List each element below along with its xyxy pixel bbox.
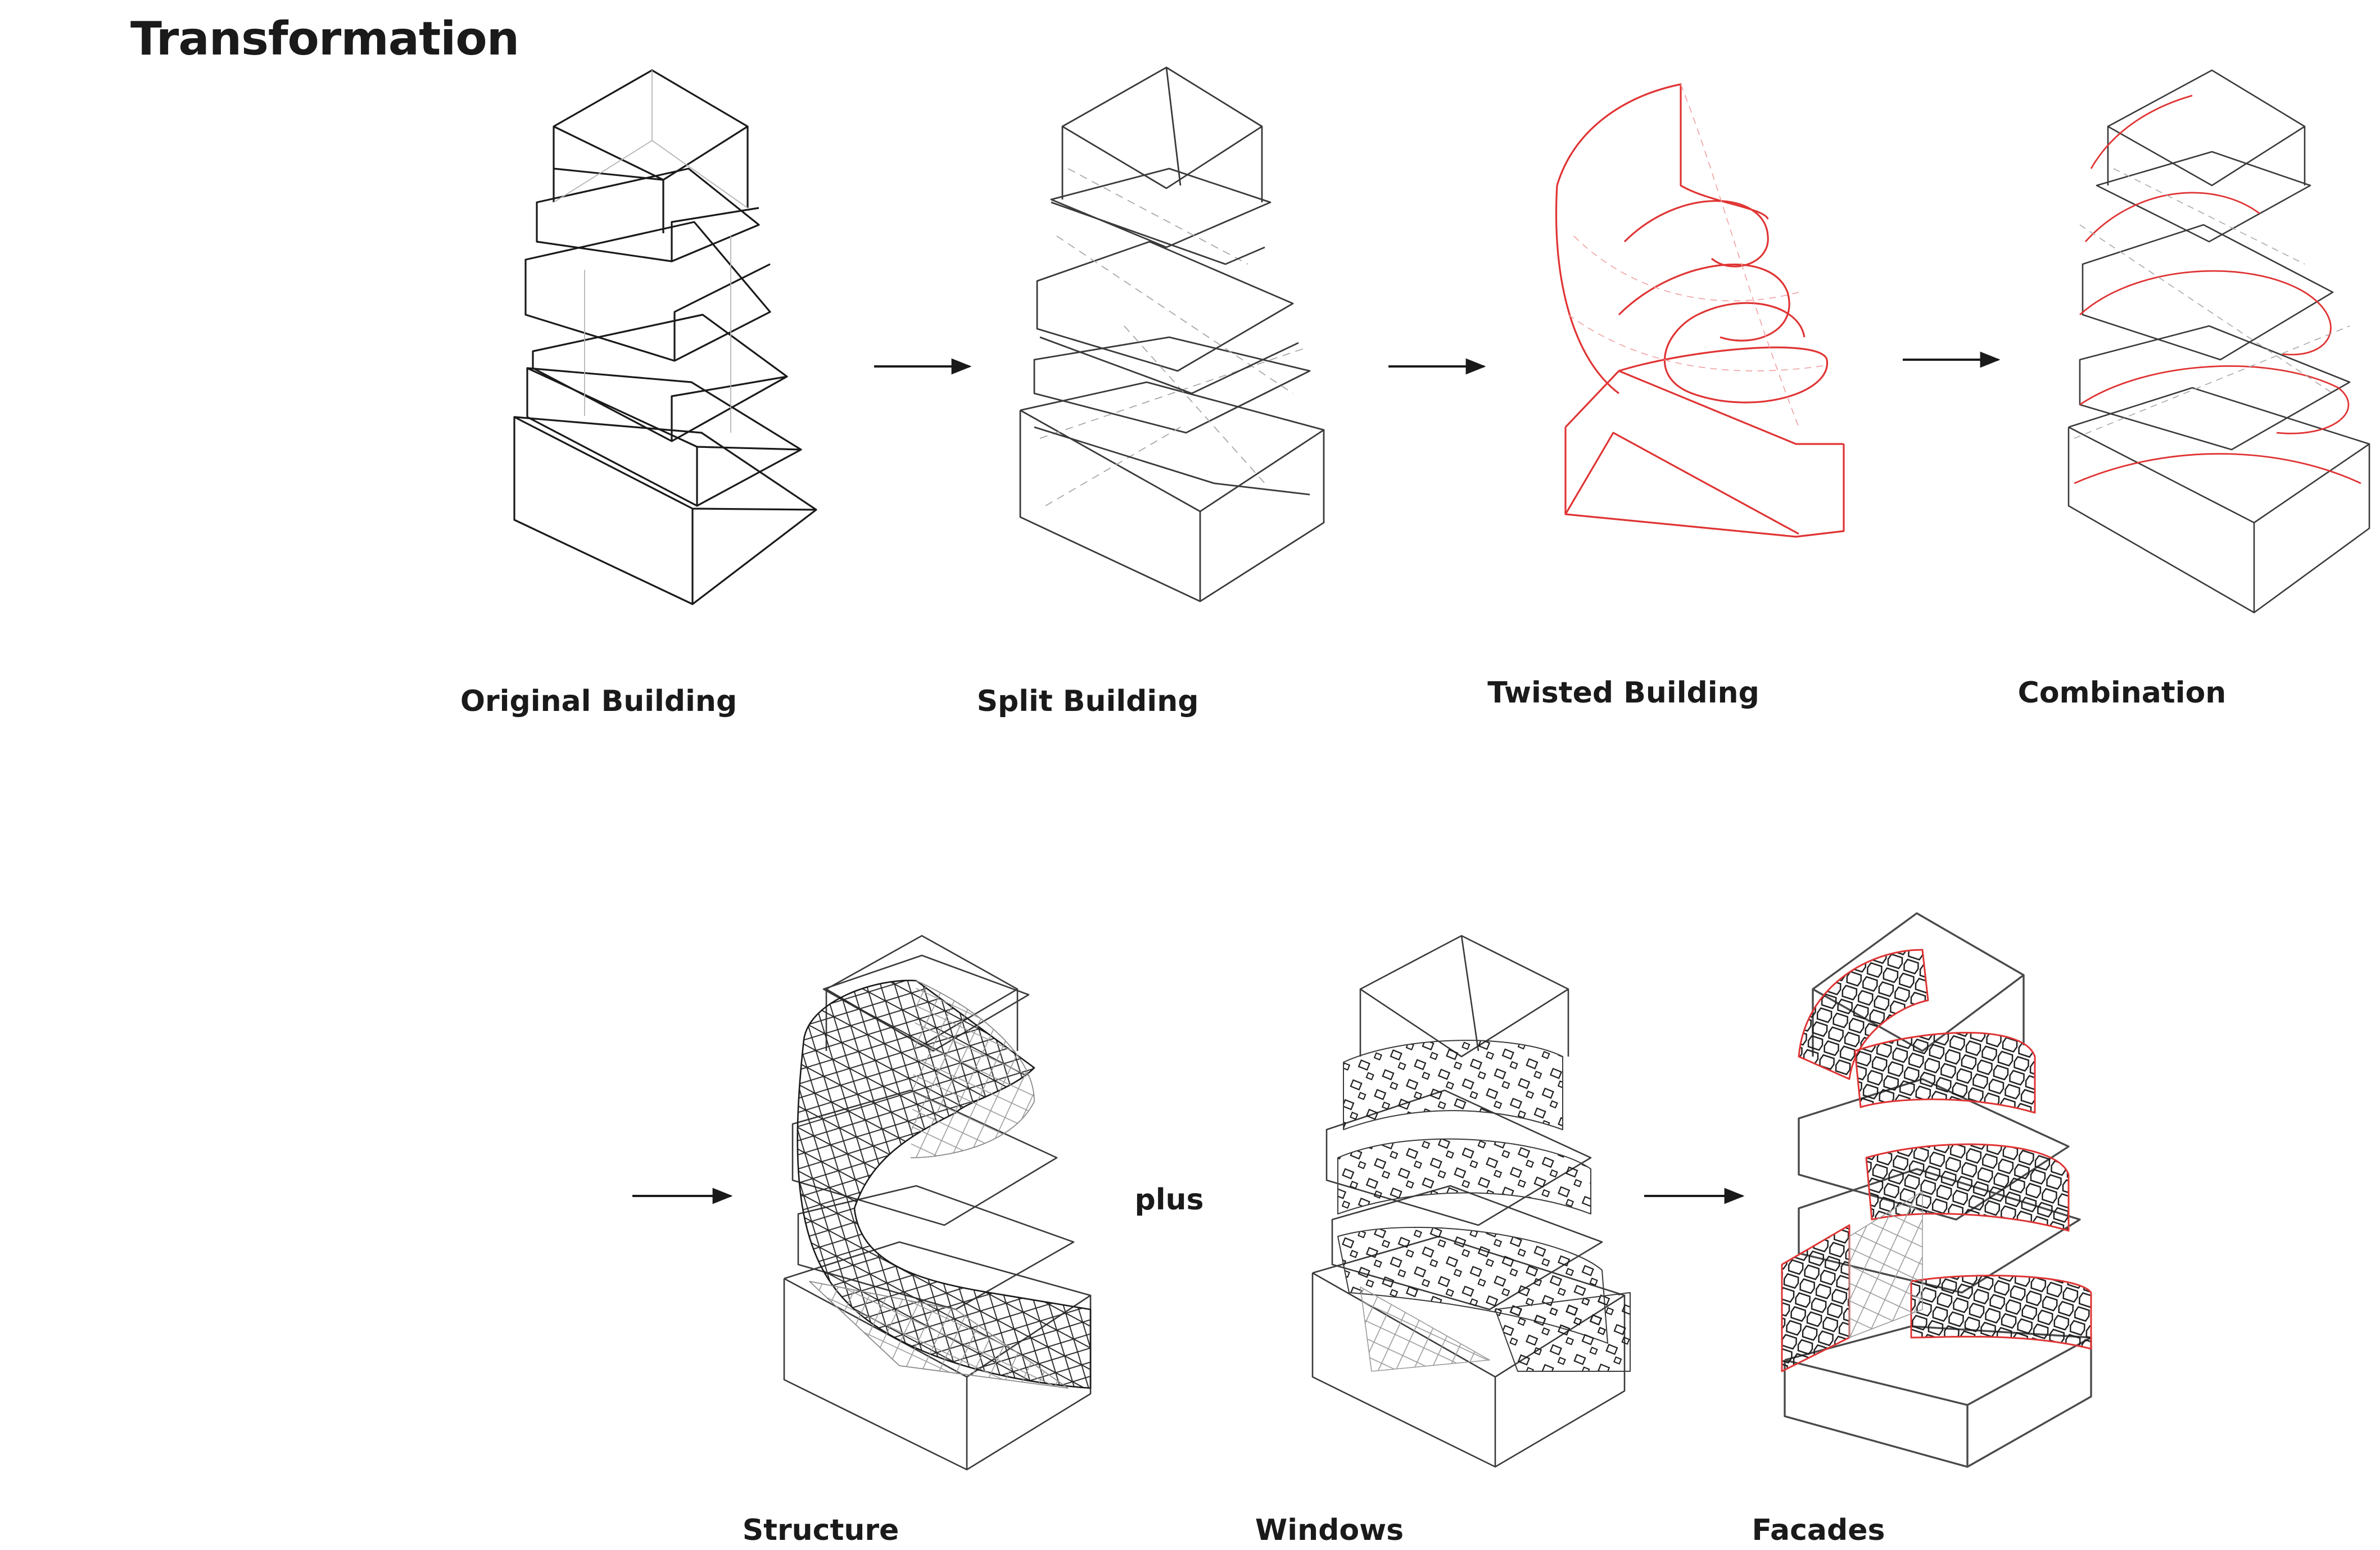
label-twisted-building: Twisted Building: [1487, 676, 1759, 710]
structure-drawing: [783, 935, 1092, 1471]
windows-drawing: [1311, 935, 1631, 1468]
facades-drawing: [1781, 912, 2092, 1468]
label-facades: Facades: [1752, 1513, 1885, 1547]
combination-drawing: [2067, 69, 2370, 614]
label-split-building: Split Building: [976, 685, 1199, 718]
original-building-drawing: [513, 69, 817, 605]
label-windows: Windows: [1255, 1513, 1404, 1547]
twisted-building-drawing: [1555, 83, 1845, 538]
page-title: Transformation: [130, 12, 519, 66]
split-building-drawing: [1019, 66, 1325, 602]
label-original-building: Original Building: [460, 685, 737, 718]
plus-label: plus: [1134, 1183, 1204, 1217]
label-structure: Structure: [742, 1513, 899, 1547]
label-combination: Combination: [2017, 676, 2227, 710]
